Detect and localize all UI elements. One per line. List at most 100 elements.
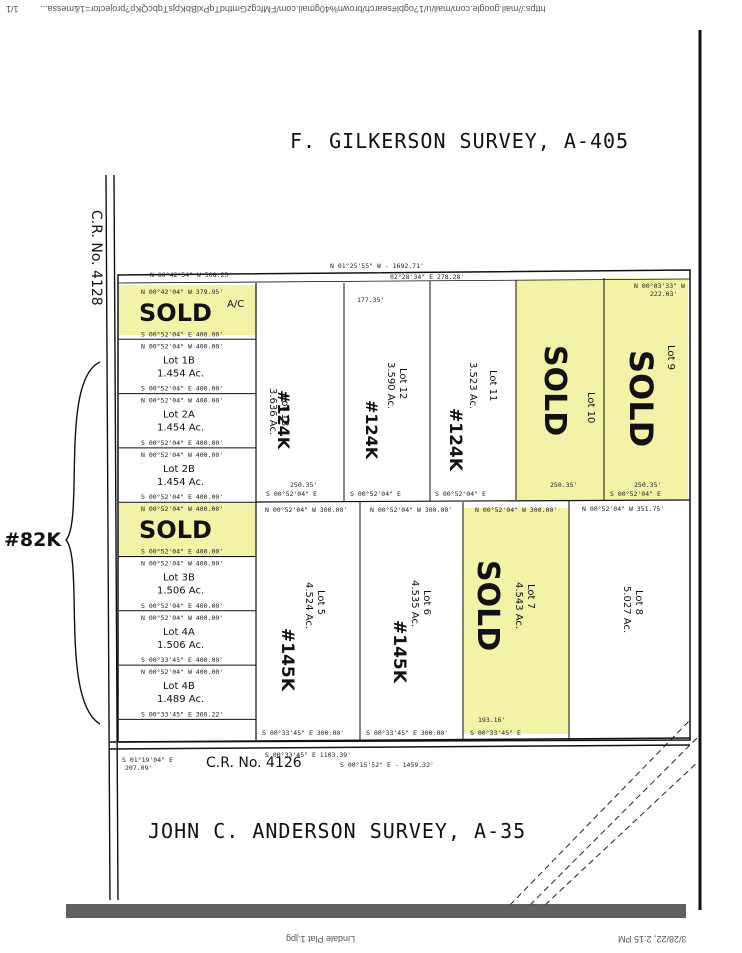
highlight-lot-7 bbox=[463, 508, 569, 734]
sold-mark: SOLD bbox=[139, 516, 212, 544]
bearing-north-a: N 00°42'54" W 508.25' bbox=[150, 271, 232, 279]
lot-acres: 3.523 Ac. bbox=[467, 362, 478, 409]
lot-price: #145K bbox=[389, 620, 409, 684]
west-lot-row: N 00°52'04" W 400.00'S 00°52'04" E 400.0… bbox=[119, 342, 256, 395]
print-timestamp: 3/28/22, 2:15 PM bbox=[618, 934, 687, 944]
distance-label: 207.09' bbox=[125, 764, 152, 772]
lot-name: Lot 4A bbox=[163, 627, 195, 638]
lot-north-bearing: N 00°42'04" W 379.95' bbox=[141, 288, 223, 296]
lot-name: Lot 12 bbox=[397, 368, 408, 399]
road-west-line bbox=[105, 174, 111, 901]
sold-mark: SOLD bbox=[537, 345, 572, 436]
distance-label: 193.16' bbox=[478, 716, 505, 724]
west-lot-row: N 00°52'04" W 400.00'S 00°52'04" E 400.0… bbox=[119, 397, 256, 449]
bearing-middle: N 00°52'04" W 300.00' bbox=[370, 506, 452, 514]
lot-north-bearing: N 00°52'04" W 400.00' bbox=[141, 505, 223, 513]
road-west-line bbox=[113, 174, 119, 901]
bearing-north-line: N 01°25'55" W - 1692.71' bbox=[330, 262, 424, 270]
tract-boundary bbox=[117, 269, 691, 743]
lot-acres: 3.636 Ac. bbox=[267, 388, 278, 435]
bearing-s3: S 00°33'45" E bbox=[470, 729, 521, 737]
lot-south-bearing: S 00°52'04" E 400.00' bbox=[141, 385, 223, 393]
bearing-s1: S 00°33'45" E 300.00' bbox=[262, 729, 344, 737]
price-bracket bbox=[65, 361, 101, 725]
lot-name: Lot 7 bbox=[525, 584, 536, 609]
sold-mark: SOLD bbox=[470, 560, 505, 651]
lot-name: Lot 13 bbox=[279, 395, 290, 426]
lot-price: #124K bbox=[362, 400, 381, 460]
west-lot-row: N 00°52'04" W 400.00'S 00°33'45" E 400.0… bbox=[119, 614, 256, 666]
west-lot-row: N 00°52'04" W 400.00' S 00°33'45" E 360.2… bbox=[119, 668, 256, 720]
bearing-middle-s: S 00°52'04" E bbox=[350, 490, 401, 498]
lot-name: Lot 9 bbox=[665, 345, 676, 370]
lot-name: Lot 11 bbox=[487, 370, 498, 401]
lot-6: Lot 6 4.535 Ac. #145K bbox=[389, 580, 432, 684]
bearing-middle: N 00°52'04" W 300.00' bbox=[265, 506, 347, 514]
easement-line bbox=[509, 719, 691, 906]
bearing-corner: S 01°19'04" E bbox=[122, 756, 173, 764]
bearing-south-road: S 00°15'52" E - 1459.32' bbox=[340, 761, 434, 769]
west-lot-row: N 00°52'04" W 400.00'S 00°52'04" E 400.0… bbox=[119, 451, 256, 503]
price-group-label: #82K bbox=[4, 529, 62, 551]
lot-acres: 1.454 Ac. bbox=[157, 477, 204, 488]
lot-south-bearing: S 00°52'04" E 400.00' bbox=[141, 548, 223, 556]
lot-name: Lot 5 bbox=[315, 590, 326, 615]
lot-acres: 1.506 Ac. bbox=[157, 640, 204, 651]
lot-acres: 5.027 Ac. bbox=[621, 586, 632, 633]
lot-south-bearing: S 00°33'45" E 360.22' bbox=[141, 710, 223, 718]
lot-name: Lot 4B bbox=[163, 681, 195, 692]
lot-south-bearing: S 00°52'04" E 400.00' bbox=[141, 330, 223, 338]
lot-price: #124K bbox=[274, 390, 293, 450]
lot-south-bearing: S 00°52'04" E 400.00' bbox=[141, 602, 223, 610]
lot-10: Lot 10 SOLD bbox=[537, 345, 596, 436]
easement-line bbox=[529, 734, 701, 906]
south-survey-label: JOHN C. ANDERSON SURVEY, A-35 bbox=[148, 819, 526, 843]
south-road-label: C.R. No. 4126 bbox=[206, 755, 302, 771]
browser-print-footer: 3/28/22, 2:15 PM Lindale Plat 1.jpg bbox=[0, 930, 742, 952]
lot-8: Lot 8 5.027 Ac. bbox=[621, 586, 644, 633]
lot-north-bearing: N 00°52'04" W 400.00' bbox=[141, 614, 223, 622]
lot-north-bearing: N 00°52'04" W 400.00' bbox=[141, 668, 223, 676]
lot-acres: 4.535 Ac. bbox=[409, 580, 420, 627]
lot-acres: 3.590 Ac. bbox=[385, 362, 396, 409]
lot-name: Lot 6 bbox=[421, 590, 432, 615]
easement-line bbox=[544, 759, 701, 906]
lot-acres: 1.454 Ac. bbox=[157, 423, 204, 434]
distance-label: 177.35' bbox=[357, 296, 384, 304]
distance-label: 250.35' bbox=[634, 481, 661, 489]
lot-name: Lot 10 bbox=[585, 392, 596, 423]
lot-north-bearing: N 00°52'04" W 400.00' bbox=[141, 451, 223, 459]
lot-11: Lot 11 3.523 Ac. #124K bbox=[445, 362, 498, 472]
bearing-middle-s: S 00°52'04" E bbox=[266, 490, 317, 498]
west-lot-row: N 00°42'04" W 379.95' S 00°52'04" E 400.0… bbox=[119, 288, 256, 340]
lot-acres: 1.489 Ac. bbox=[157, 694, 204, 705]
lot-name: Lot 2A bbox=[163, 410, 195, 421]
scan-edge-band bbox=[66, 904, 686, 918]
lot-price: #124K bbox=[445, 408, 465, 472]
north-survey-label: F. GILKERSON SURVEY, A-405 bbox=[290, 129, 629, 153]
lot-acres: 4.543 Ac. bbox=[513, 582, 524, 629]
west-road-label: C.R. No. 4128 bbox=[88, 210, 104, 306]
distance-label: 250.35' bbox=[290, 481, 317, 489]
lot-name: Lot 1B bbox=[163, 355, 195, 366]
west-lot-rows: N 00°42'04" W 379.95' S 00°52'04" E 400.0… bbox=[119, 288, 256, 720]
highlight-west-lot-1 bbox=[119, 285, 256, 335]
bearing-s2: S 00°33'45" E 300.00' bbox=[366, 729, 448, 737]
road-south-line bbox=[109, 744, 691, 750]
lot-name: Lot 3B bbox=[163, 573, 195, 584]
distance-label: 250.35' bbox=[550, 481, 577, 489]
distance-label: 222.03' bbox=[650, 290, 677, 298]
lot-12: Lot 12 3.590 Ac. #124K bbox=[362, 362, 408, 460]
west-lot-row: N 00°52'04" W 400.00' S 00°52'04" E 400.0… bbox=[119, 505, 256, 557]
bearing-north-b: 02°28'34" E 278.28' bbox=[390, 273, 464, 281]
lot-5: Lot 5 4.524 Ac. #145K bbox=[277, 582, 326, 692]
lot-north-bearing: N 00°52'04" W 400.00' bbox=[141, 560, 223, 568]
highlight-lot-9 bbox=[604, 278, 688, 500]
highlight-lot-10 bbox=[516, 280, 604, 500]
bearing-label: N 00°03'33" W bbox=[634, 282, 685, 290]
lot-price: #145K bbox=[277, 628, 297, 692]
lot-name: Lot 8 bbox=[633, 590, 644, 615]
sold-mark: SOLD bbox=[622, 350, 660, 447]
lot-divider bbox=[117, 278, 691, 284]
lot-divider bbox=[255, 499, 691, 503]
